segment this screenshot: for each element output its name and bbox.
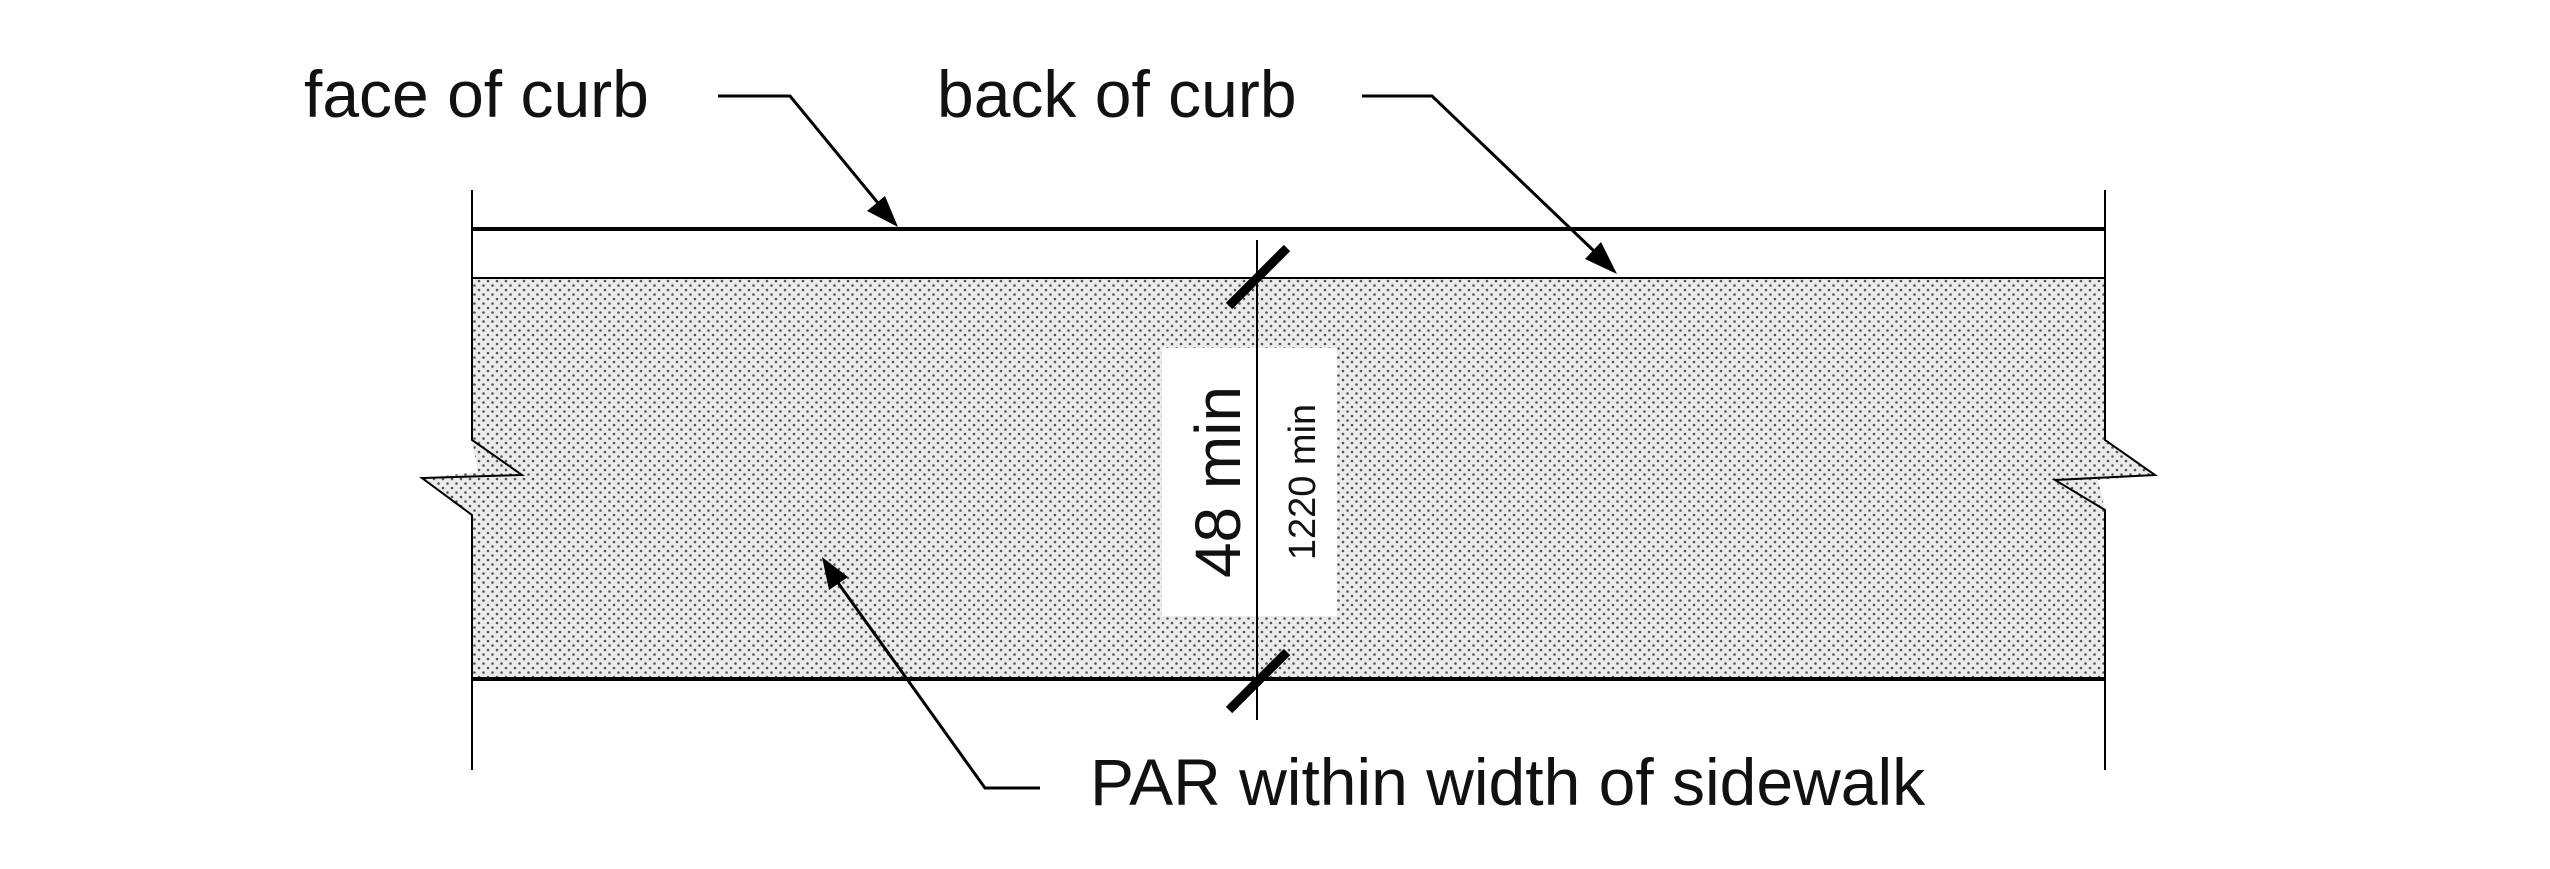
dimension-metric-label: 1220 min (1282, 404, 1324, 560)
dimension-imperial-label: 48 min (1182, 386, 1254, 578)
back-of-curb-label: back of curb (937, 57, 1297, 131)
back-of-curb-arrowhead (1585, 242, 1617, 274)
par-label: PAR within width of sidewalk (1090, 745, 1926, 819)
face-of-curb-arrowhead (867, 196, 898, 227)
par-arrowhead (822, 557, 848, 590)
right-break-line (2051, 190, 2158, 770)
curb-band (472, 229, 2105, 278)
face-of-curb-label: face of curb (304, 57, 649, 131)
dimension-tick-top (1225, 244, 1291, 310)
par-leader (834, 579, 1040, 790)
back-of-curb-leader (1362, 94, 1597, 254)
dimension-label-background (1162, 348, 1337, 616)
dimension-tick-bottom (1225, 648, 1291, 714)
left-break-line (419, 190, 526, 770)
face-of-curb-leader (718, 94, 880, 204)
